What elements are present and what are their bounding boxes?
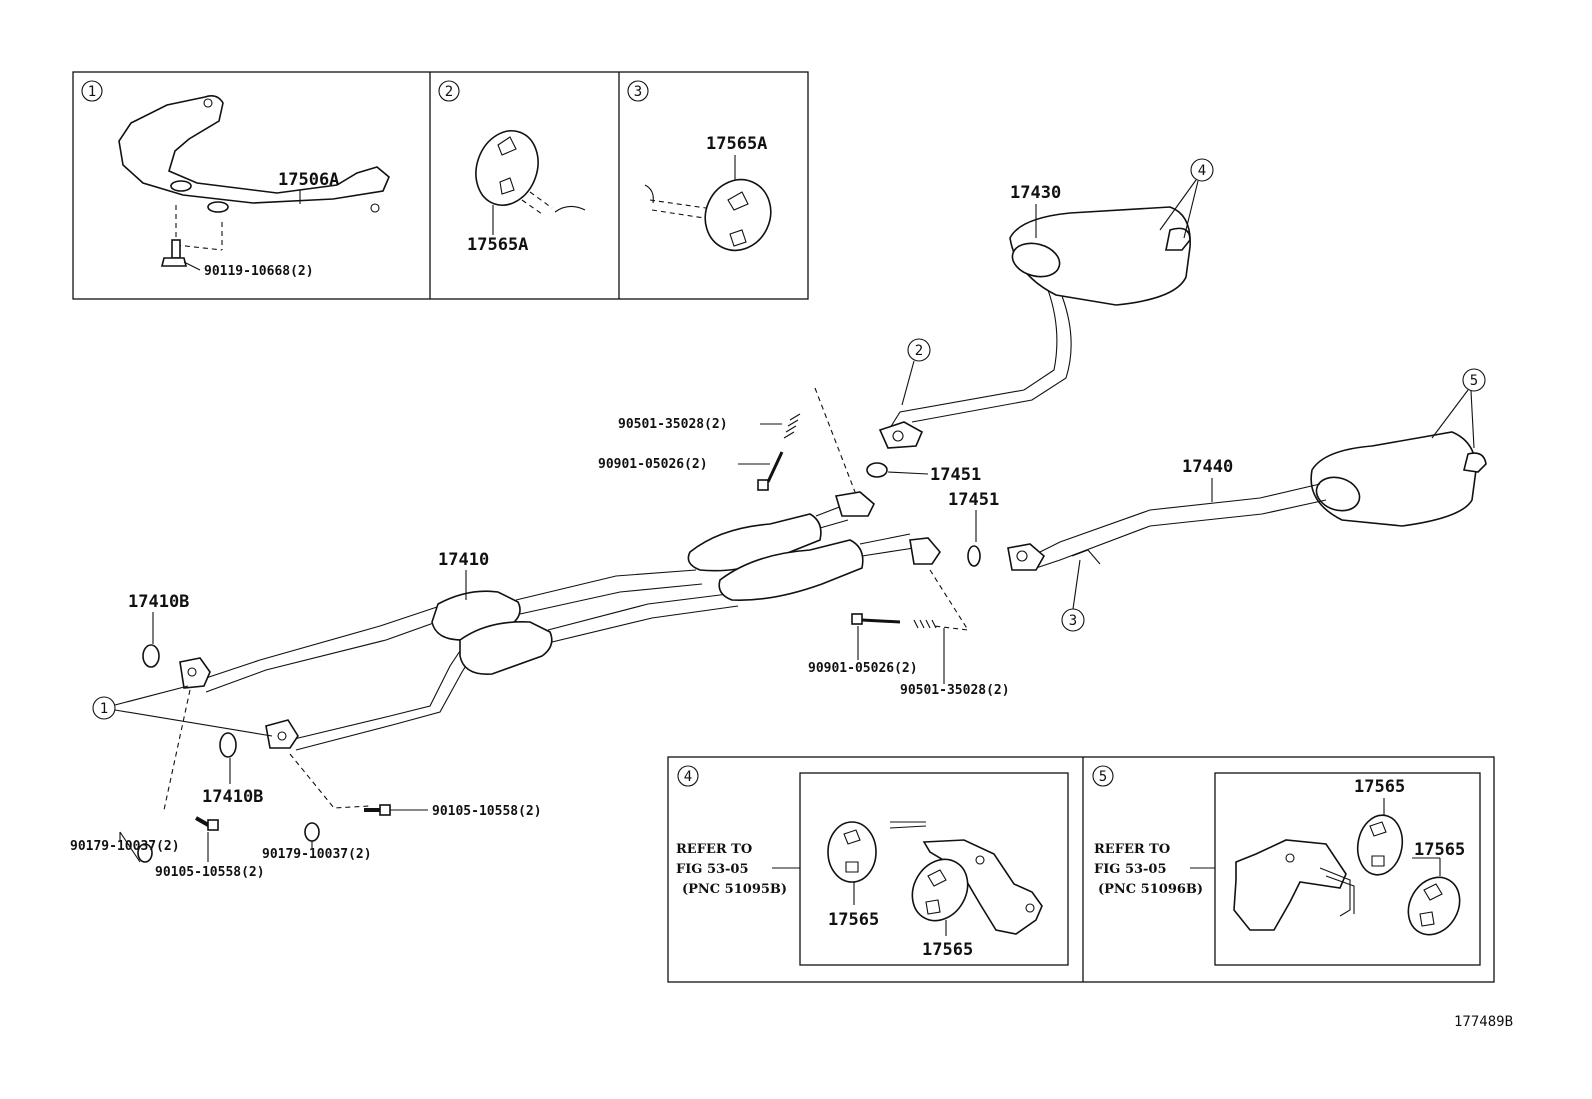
bolt-90901-upper-icon (757, 451, 784, 491)
diagram-id: 177489B (1454, 1014, 1513, 1030)
callout-1-label: 1 (88, 84, 96, 100)
dash-line-lower (929, 569, 970, 631)
dash-line-left (163, 689, 191, 811)
callout-2-label: 2 (445, 84, 453, 100)
callout-3-main: 3 (1061, 549, 1101, 632)
label-90179-left: 90179-10037(2) (70, 839, 180, 854)
callout-3-main-label: 3 (1069, 613, 1077, 629)
label-90105-right: 90105-10558(2) (432, 804, 542, 819)
label-17565-4a: 17565 (828, 910, 879, 930)
label-90105-left: 90105-10558(2) (155, 865, 265, 880)
label-17565-5b: 17565 (1414, 840, 1465, 860)
gasket-17451-upper-icon (866, 462, 888, 478)
hanger-17565-5a-icon (1356, 814, 1404, 876)
callout-3-label: 3 (634, 84, 642, 100)
label-90179-right: 90179-10037(2) (262, 847, 372, 862)
fig-text-5: FIG 53-05 (1094, 862, 1167, 877)
inset-5: 5 REFER TO FIG 53-05 (PNC 51096B) 17565 … (1092, 765, 1481, 966)
hanger-17565-4b-icon (911, 858, 969, 922)
front-pipe-17410-drawing (179, 491, 942, 751)
label-90501-upper: 90501-35028(2) (618, 417, 728, 432)
inset-2: 2 17565A (438, 80, 586, 255)
label-17506A: 17506A (278, 170, 339, 190)
callout-2-main-label: 2 (915, 343, 923, 359)
spring-90501-lower-icon (913, 619, 937, 629)
label-17565-5a: 17565 (1354, 777, 1405, 797)
callout-2-main: 2 (901, 338, 931, 406)
hanger-17565A-alt-icon (704, 178, 772, 252)
refer-to-text-4: REFER TO (676, 842, 752, 857)
label-17430: 17430 (1010, 183, 1061, 203)
bolt-90901-lower-icon (851, 613, 901, 625)
bolt-90105-left-icon (195, 816, 219, 831)
center-pipe-17430-drawing (878, 206, 1191, 449)
pnc-text-5: (PNC 51096B) (1098, 882, 1203, 897)
hanger-17565-4a-icon (827, 821, 877, 883)
callout-4-main: 4 (1159, 158, 1214, 239)
inset-3: 3 17565A (627, 80, 772, 252)
tail-pipe-17440-drawing (1007, 431, 1487, 571)
label-90901-upper: 90901-05026(2) (598, 457, 708, 472)
label-17451-lower: 17451 (948, 490, 999, 510)
spring-90501-upper-icon (783, 413, 801, 439)
callout-4-main-label: 4 (1198, 163, 1206, 179)
hanger-17565-5b-icon (1407, 876, 1461, 936)
nut-90179-right-icon (304, 822, 320, 842)
callout-5-inset-label: 5 (1099, 769, 1107, 785)
label-17410B-lower: 17410B (202, 787, 263, 807)
nut-90179-left-icon (137, 843, 153, 863)
label-17565-4b: 17565 (922, 940, 973, 960)
gasket-17410B-upper-icon (142, 644, 160, 668)
callout-4-inset-label: 4 (684, 769, 692, 785)
label-17410: 17410 (438, 550, 489, 570)
bracket-5-drawing (1233, 839, 1355, 931)
label-17451-upper: 17451 (930, 465, 981, 485)
pnc-text-4: (PNC 51095B) (682, 882, 787, 897)
label-17440: 17440 (1182, 457, 1233, 477)
gasket-17451-lower-icon (967, 545, 981, 567)
inset-panel-top (72, 71, 809, 300)
dash-line-right (289, 753, 371, 809)
hanger-17565A-icon (475, 130, 539, 206)
fig-text-4: FIG 53-05 (676, 862, 749, 877)
inset-1: 1 17506A 90119-10668(2) (81, 80, 390, 279)
callout-5-main: 5 (1431, 368, 1486, 449)
label-17565A-inset3: 17565A (706, 134, 767, 154)
label-17410B-upper: 17410B (128, 592, 189, 612)
callout-1-main-label: 1 (100, 701, 108, 717)
dash-line-upper (814, 387, 856, 493)
gasket-17410B-lower-icon (219, 732, 237, 758)
refer-to-text-5: REFER TO (1094, 842, 1170, 857)
bolt-90119-icon (160, 239, 188, 267)
bracket-17506A-drawing (118, 95, 390, 213)
inset-panel-bottom (667, 756, 1495, 983)
callout-5-main-label: 5 (1470, 373, 1478, 389)
callout-1-main: 1 (92, 685, 273, 737)
label-90501-lower: 90501-35028(2) (900, 683, 1010, 698)
label-90901-lower: 90901-05026(2) (808, 661, 918, 676)
label-17565A-inset2: 17565A (467, 235, 528, 255)
label-90119-10668: 90119-10668(2) (204, 264, 314, 279)
inset-4: 4 REFER TO FIG 53-05 (PNC 51095B) 17565 … (676, 765, 1069, 966)
